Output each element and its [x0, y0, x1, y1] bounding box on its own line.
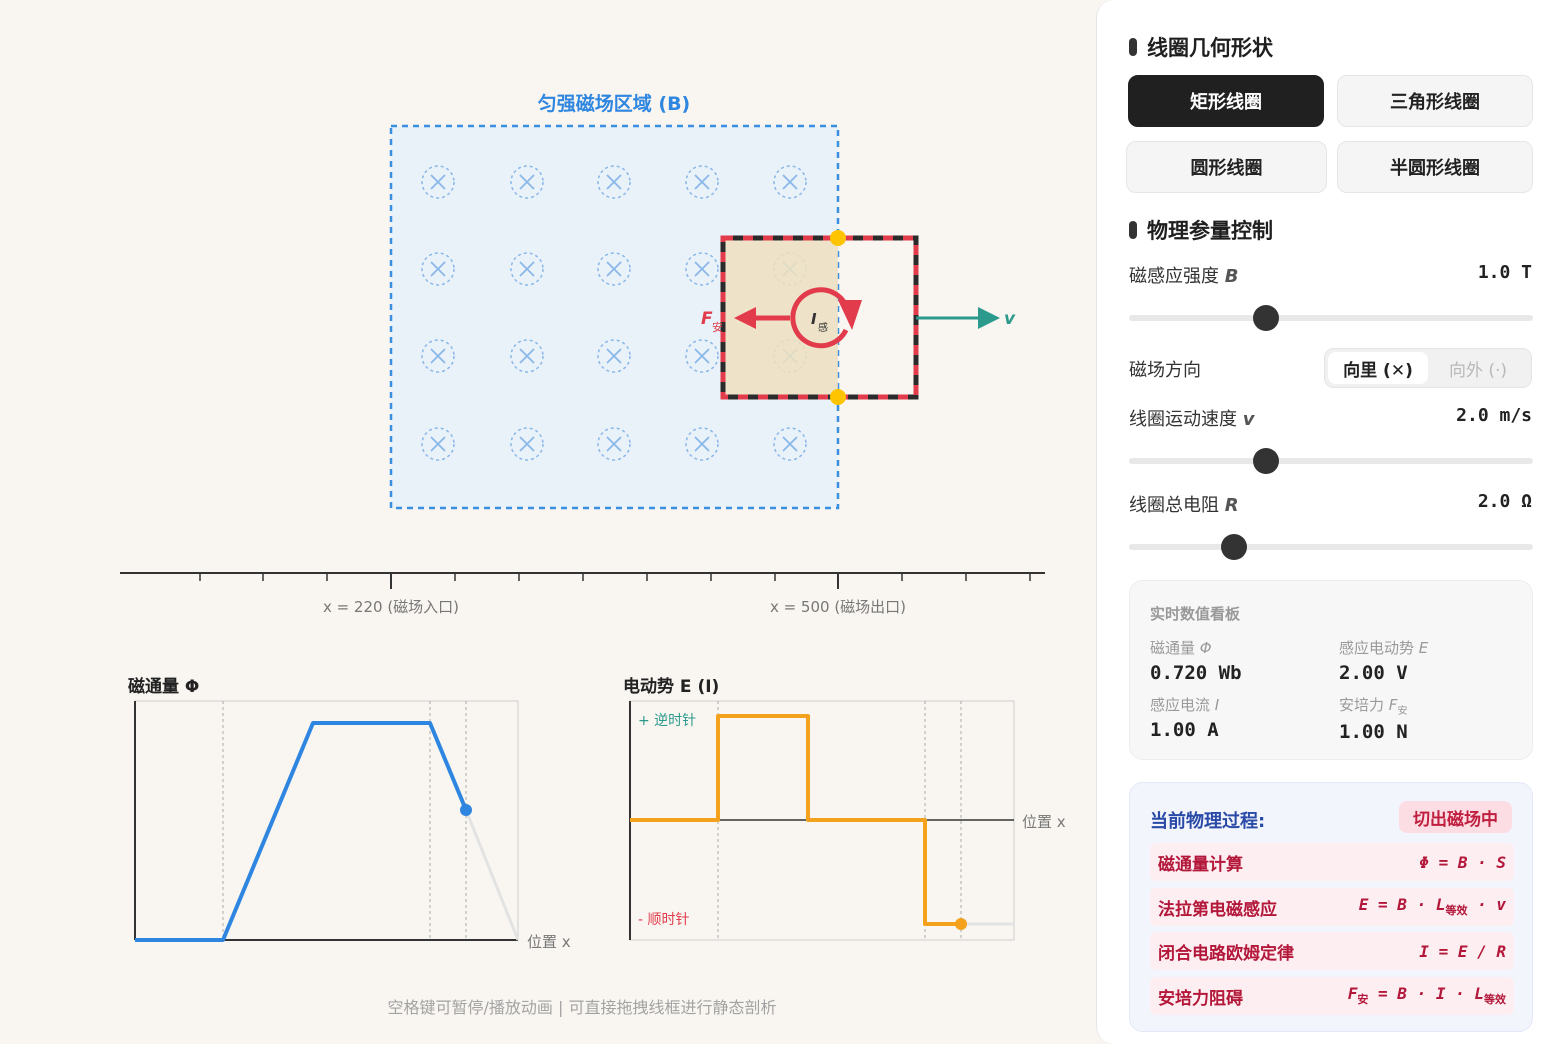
process-title: 当前物理过程: — [1150, 811, 1266, 832]
flux-chart: 磁通量 Φ 位置 x — [128, 676, 571, 951]
law-row: 安培力阻碍 F安 = B · I · L等效 — [1150, 977, 1514, 1015]
resistance-slider-thumb[interactable] — [1221, 534, 1248, 560]
field-into-page-icon — [597, 427, 631, 461]
field-into-page-icon — [510, 427, 544, 461]
force-readout: 安培力 F安 1.00 N — [1339, 696, 1408, 743]
flux-chart-title: 磁通量 Φ — [128, 676, 199, 697]
direction-out-option[interactable]: 向外 (·) — [1448, 360, 1508, 381]
svg-text:感: 感 — [818, 321, 828, 334]
field-into-page-icon — [773, 427, 807, 461]
b-field-slider[interactable] — [1129, 305, 1533, 331]
shape-button-circle[interactable]: 圆形线圈 — [1126, 141, 1327, 193]
flux-current-point — [460, 804, 472, 816]
velocity-value: 2.0 m/s — [1456, 405, 1532, 426]
field-into-page-icon — [685, 427, 719, 461]
physics-process-card: 当前物理过程: 切出磁场中 磁通量计算 Φ = B · S 法拉第电磁感应 E … — [1129, 782, 1533, 1032]
velocity-slider-thumb[interactable] — [1253, 448, 1280, 474]
field-direction-toggle[interactable]: 向里 (✕) 向外 (·) — [1324, 348, 1532, 388]
resistance-label: 线圈总电阻 R — [1129, 495, 1239, 516]
field-direction-label: 磁场方向 — [1129, 360, 1201, 381]
emf-line — [630, 714, 961, 926]
field-into-page-icon — [510, 252, 544, 286]
geometry-section-title: 线圈几何形状 — [1129, 32, 1273, 62]
keyboard-hint: 空格键可暂停/播放动画 | 可直接拖拽线框进行静态剖析 — [387, 998, 777, 1017]
field-label: 匀强磁场区域 (B) — [538, 92, 690, 115]
current-symbol: I — [811, 310, 817, 328]
field-into-page-icon — [685, 252, 719, 286]
direction-in-option[interactable]: 向里 (✕) — [1328, 352, 1428, 384]
process-status-badge: 切出磁场中 — [1399, 801, 1512, 833]
field-into-page-icon — [597, 252, 631, 286]
shape-button-rectangle[interactable]: 矩形线圈 — [1128, 75, 1324, 127]
law-row: 闭合电路欧姆定律 I = E / R — [1150, 932, 1514, 970]
section-marker-icon — [1129, 38, 1137, 56]
stage-canvas: 匀强磁场区域 (B) I 感 F 安 v x = 220 (磁场入口) x = … — [120, 92, 1066, 951]
velocity-arrow-icon — [978, 307, 1000, 329]
velocity-symbol: v — [1004, 309, 1016, 329]
field-into-page-icon — [597, 165, 631, 199]
field-into-page-icon — [685, 165, 719, 199]
field-into-page-icon — [421, 165, 455, 199]
cut-point-top — [830, 230, 846, 246]
current-readout: 感应电流 I 1.00 A — [1150, 696, 1220, 741]
shape-button-semicircle[interactable]: 半圆形线圈 — [1337, 141, 1533, 193]
axis-ticks — [199, 573, 1031, 589]
emf-chart: 电动势 E (I) + 逆时针 - 顺时针 位置 x — [623, 676, 1066, 941]
current-direction-icon — [790, 287, 849, 349]
field-into-page-icon — [685, 339, 719, 373]
emf-positive-label: + 逆时针 — [638, 713, 696, 729]
emf-chart-title: 电动势 E (I) — [623, 676, 719, 697]
field-into-page-icon — [773, 165, 807, 199]
emf-readout: 感应电动势 E 2.00 V — [1339, 639, 1429, 684]
realtime-dashboard: 实时数值看板 磁通量 Φ 0.720 Wb 感应电动势 E 2.00 V 感应电… — [1129, 580, 1533, 760]
shape-button-triangle[interactable]: 三角形线圈 — [1337, 75, 1533, 127]
law-row: 法拉第电磁感应 E = B · L等效 · v — [1150, 888, 1514, 926]
field-into-page-icon — [597, 339, 631, 373]
velocity-slider[interactable] — [1129, 448, 1533, 474]
field-into-page-icon — [510, 165, 544, 199]
b-field-value: 1.0 T — [1477, 262, 1532, 283]
control-panel: 线圈几何形状 矩形线圈 三角形线圈 圆形线圈 半圆形线圈 物理参量控制 磁感应强… — [1096, 0, 1564, 1044]
field-into-page-icon — [510, 339, 544, 373]
dashboard-title: 实时数值看板 — [1150, 605, 1241, 623]
flux-x-label: 位置 x — [527, 933, 571, 951]
force-symbol: F — [701, 309, 713, 329]
physics-section-title: 物理参量控制 — [1129, 215, 1273, 245]
emf-x-label: 位置 x — [1022, 813, 1066, 831]
field-into-page-icon — [421, 427, 455, 461]
law-row: 磁通量计算 Φ = B · S — [1150, 843, 1514, 881]
exit-label: x = 500 (磁场出口) — [770, 598, 906, 616]
field-into-page-icon — [421, 339, 455, 373]
section-marker-icon — [1129, 221, 1137, 239]
emf-negative-label: - 顺时针 — [638, 912, 690, 928]
simulation-stage: 匀强磁场区域 (B) I 感 F 安 v x = 220 (磁场入口) x = … — [120, 92, 1066, 951]
flux-readout: 磁通量 Φ 0.720 Wb — [1150, 639, 1242, 684]
resistance-slider[interactable] — [1129, 534, 1533, 560]
b-field-label: 磁感应强度 B — [1129, 266, 1239, 287]
field-into-page-icon — [421, 252, 455, 286]
cut-point-bottom — [830, 389, 846, 405]
velocity-label: 线圈运动速度 v — [1129, 409, 1255, 430]
entry-label: x = 220 (磁场入口) — [323, 598, 459, 616]
flux-line — [135, 721, 468, 942]
svg-text:安: 安 — [712, 320, 723, 334]
resistance-value: 2.0 Ω — [1477, 491, 1532, 512]
field-symbols — [421, 165, 807, 461]
emf-current-point — [955, 918, 967, 930]
force-arrow-icon — [734, 307, 756, 329]
b-field-slider-thumb[interactable] — [1253, 305, 1280, 331]
